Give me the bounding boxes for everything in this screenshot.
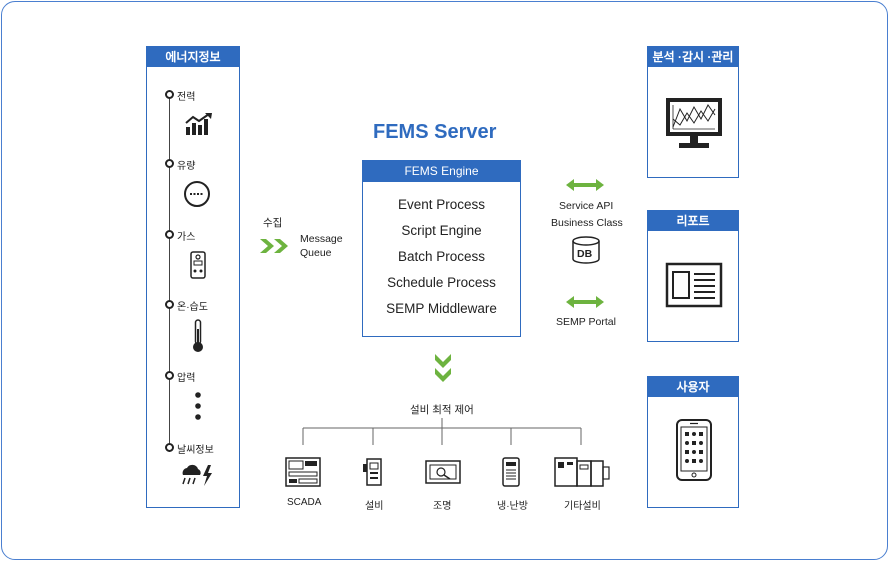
server-title: FEMS Server: [373, 121, 497, 143]
monitor-chart-icon: [666, 98, 722, 148]
process-item: Batch Process: [397, 249, 486, 264]
energy-item-label: 온·습도: [177, 302, 208, 313]
service-api-label: Service API: [559, 200, 614, 212]
business-class-label: Business Class: [551, 217, 623, 229]
energy-item-label: 가스: [177, 232, 196, 243]
control-item-label: 설비: [365, 501, 384, 512]
report-header: 리포트: [648, 211, 738, 231]
message-queue-line2: Queue: [300, 247, 332, 259]
control-item-label: 조명: [433, 501, 452, 512]
energy-item-label: 날씨정보: [177, 445, 214, 456]
analysis-panel: 분석 ·감시 ·관리: [647, 46, 739, 178]
user-header: 사용자: [648, 377, 738, 397]
analysis-header: 분석 ·감시 ·관리: [648, 47, 738, 67]
energy-info-panel: 에너지정보 전력 유량 가스 온·습도 압력: [146, 46, 240, 508]
process-item: SEMP Middleware: [386, 301, 497, 316]
vertical-ellipsis-icon: [195, 392, 201, 420]
hvac-unit-icon: [502, 457, 520, 487]
engine-header: FEMS Engine: [363, 161, 520, 182]
process-item: Script Engine: [401, 223, 482, 238]
storm-weather-icon: [182, 464, 212, 486]
optimal-control-label: 설비 최적 제어: [410, 404, 474, 416]
control-item-label: SCADA: [287, 497, 322, 508]
flow-meter-icon: [184, 181, 210, 207]
smartphone-icon: [676, 419, 712, 481]
database-icon: [572, 236, 600, 264]
equipment-icon: [363, 458, 382, 486]
energy-item-label: 유량: [177, 161, 196, 172]
double-chevron-down-icon: [435, 354, 451, 382]
machinery-icon: [554, 457, 610, 487]
report-document-icon: [665, 262, 723, 308]
user-panel: 사용자: [647, 376, 739, 508]
energy-timeline: [169, 92, 170, 452]
control-item-label: 기타설비: [564, 501, 601, 512]
scada-panel-icon: [285, 457, 321, 487]
bidirectional-arrow-icon: [566, 179, 604, 191]
message-queue-line1: Message: [300, 233, 343, 245]
control-item-label: 냉·난방: [497, 501, 528, 512]
process-item: Event Process: [397, 197, 486, 212]
energy-item-label: 전력: [177, 92, 196, 103]
double-chevron-right-icon: [260, 239, 288, 253]
fems-engine-box: FEMS Engine Event Process Script Engine …: [362, 160, 521, 337]
bidirectional-arrow-icon: [566, 296, 604, 308]
db-label: DB: [577, 248, 593, 260]
report-panel: 리포트: [647, 210, 739, 342]
semp-portal-label: SEMP Portal: [556, 316, 616, 328]
lighting-icon: [425, 460, 461, 484]
thermometer-icon: [193, 319, 203, 352]
energy-info-header: 에너지정보: [147, 47, 239, 67]
rising-bar-chart-icon: [185, 113, 212, 135]
energy-item-label: 압력: [177, 373, 196, 384]
gas-sensor-icon: [190, 251, 206, 279]
collect-label: 수집: [263, 217, 283, 229]
process-item: Schedule Process: [387, 275, 496, 290]
